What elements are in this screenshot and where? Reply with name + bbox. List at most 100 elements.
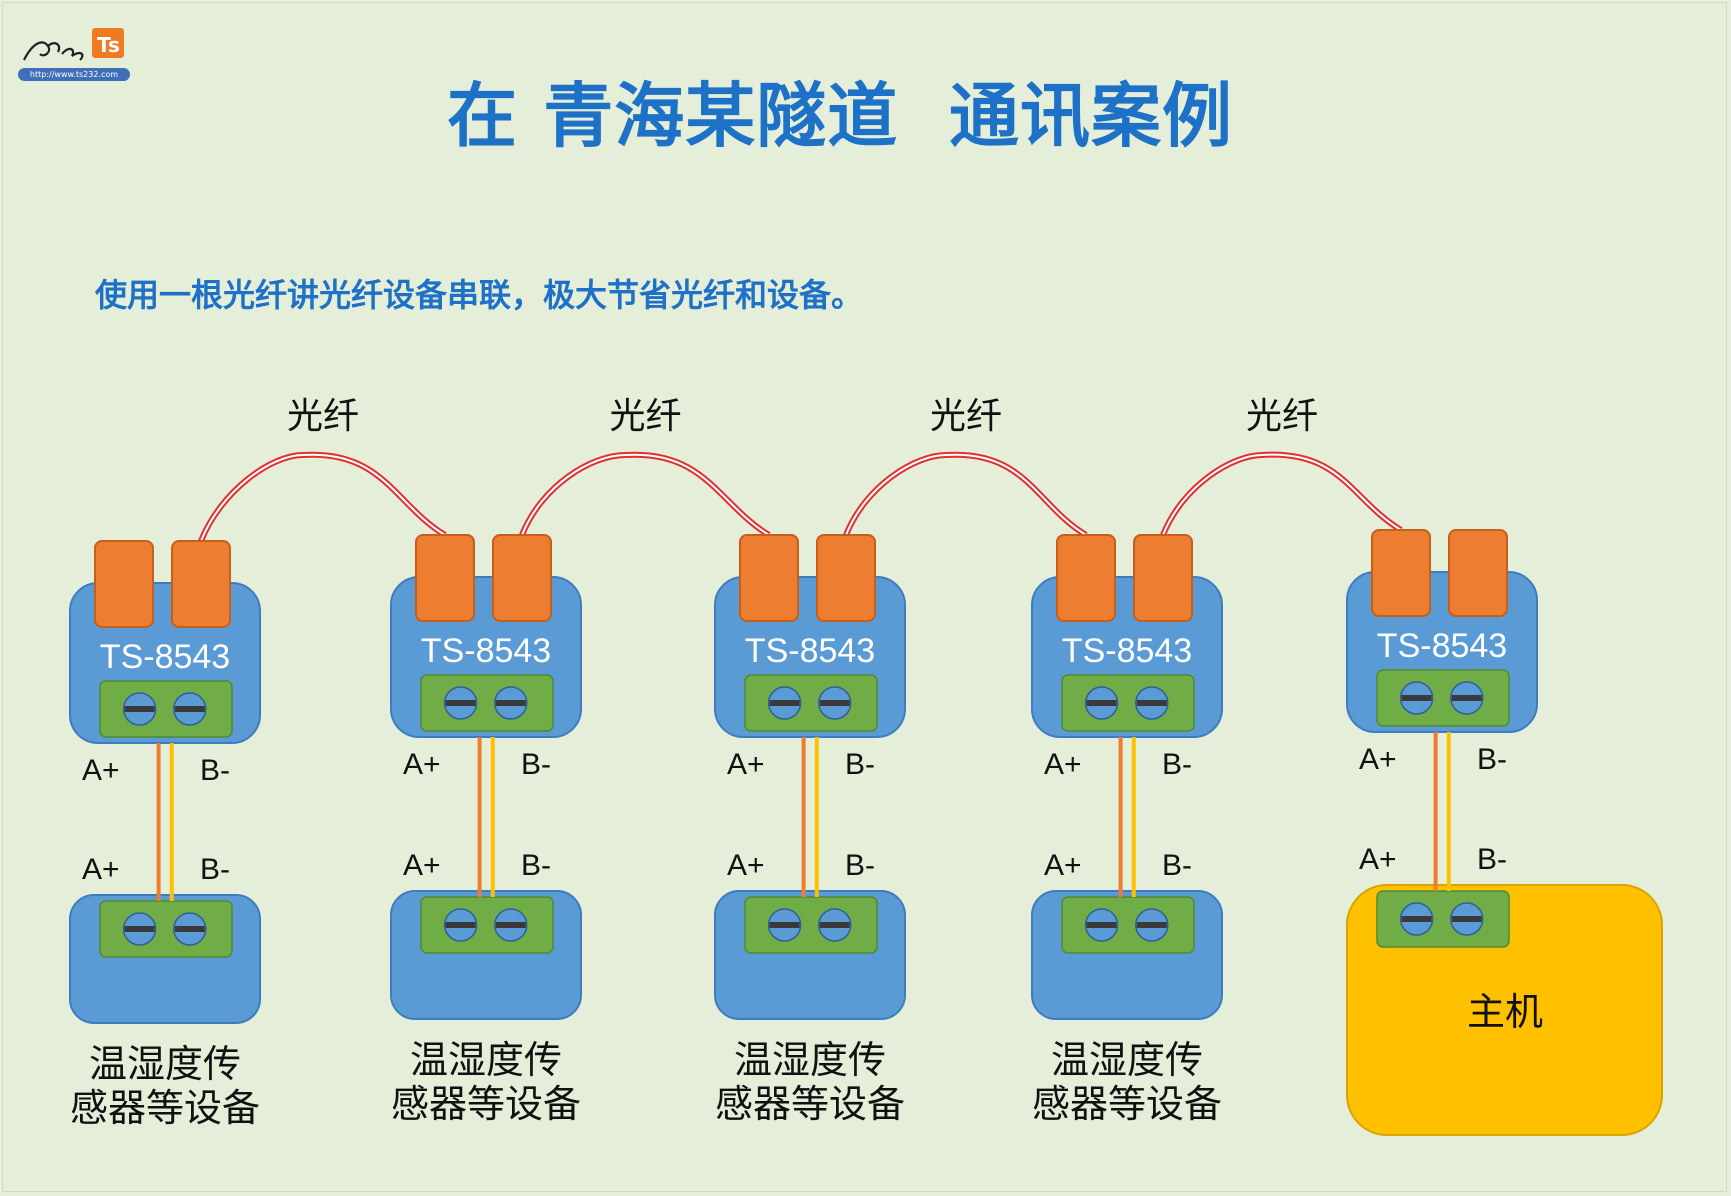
screw-slot-icon [124,706,155,712]
sensor-device-label-line2: 感器等设备 [715,1082,905,1126]
fiber-cable-3 [843,451,1088,538]
fiber-port-in [94,540,154,628]
screw-slot-icon [174,706,205,712]
pin-label-a-top: A+ [727,748,765,781]
pin-label-a-bottom: A+ [1044,849,1082,882]
pin-label-b-bottom: B- [521,849,551,882]
sensor-device-label-line1: 温湿度传 [734,1038,886,1082]
screw-slot-icon [1136,700,1167,706]
fiber-port-in [1371,529,1431,617]
fiber-label-3: 光纤 [930,396,1002,437]
screw-slot-icon [1401,916,1432,922]
pin-label-b-bottom: B- [1162,849,1192,882]
pin-label-b-top: B- [1477,743,1507,776]
pin-label-b-top: B- [521,748,551,781]
fiber-label-1: 光纤 [287,396,359,437]
page-title: 在 青海某隧道 通讯案例 [446,75,1234,157]
fiber-cable-4 [1160,451,1403,537]
converter-model-label: TS-8543 [100,638,230,676]
fiber-port-out [816,534,876,622]
fiber-cable-core-3 [845,453,1087,536]
converter-model-label: TS-8543 [745,632,875,670]
screw-slot-icon [1451,695,1482,701]
terminal-block [420,896,554,954]
screw-slot-icon [769,700,800,706]
screw-slot-icon [1401,695,1432,701]
sensor-device-label-line2: 感器等设备 [1032,1082,1222,1126]
screw-slot-icon [1451,916,1482,922]
pin-label-a-bottom: A+ [1359,843,1397,876]
host-label: 主机 [1467,990,1543,1034]
converter-unit-5: TS-8543 主机 A+ B- A+ B- [1346,529,1663,1136]
page-subtitle: 使用一根光纤讲光纤设备串联，极大节省光纤和设备。 [95,276,864,314]
terminal-block [744,674,878,732]
pin-label-a-top: A+ [403,748,441,781]
screw-slot-icon [769,922,800,928]
diagram-nodes: TS-8543温湿度传感器等设备A+B-A+B-TS-8543温湿度传感器等设备… [69,529,1663,1136]
fiber-port-out [171,540,231,628]
fiber-label-2: 光纤 [609,396,681,437]
screw-slot-icon [1086,922,1117,928]
sensor-device-label-line2: 感器等设备 [391,1082,581,1126]
screw-slot-icon [445,700,476,706]
terminal-block [1061,674,1195,732]
screw-slot-icon [174,926,205,932]
fiber-cable-2 [519,451,771,538]
fiber-port-out [1448,529,1508,617]
fiber-links: 光纤 光纤 光纤 光纤 [198,396,1403,543]
pin-label-b-top: B- [200,754,230,787]
converter-model-label: TS-8543 [1062,632,1192,670]
fiber-port-out [1133,534,1193,622]
terminal-block [1376,890,1510,948]
screw-slot-icon [819,922,850,928]
pin-label-a-bottom: A+ [82,853,120,886]
sensor-device-label-line1: 温湿度传 [89,1042,241,1086]
terminal-block [1061,896,1195,954]
terminal-block [744,896,878,954]
pin-label-b-bottom: B- [200,853,230,886]
pin-label-b-top: B- [1162,748,1192,781]
pin-label-a-top: A+ [1359,743,1397,776]
logo-url-text: http://www.ts232.com [18,68,130,81]
screw-slot-icon [1136,922,1167,928]
pin-label-a-top: A+ [1044,748,1082,781]
pin-label-b-top: B- [845,748,875,781]
fiber-port-in [1056,534,1116,622]
logo-badge-text: Ts [97,33,120,57]
screw-slot-icon [445,922,476,928]
sensor-device-label-line1: 温湿度传 [410,1038,562,1082]
pin-label-a-bottom: A+ [727,849,765,882]
logo-icon: Ts [23,28,124,61]
converter-model-label: TS-8543 [1377,627,1507,665]
fiber-port-in [739,534,799,622]
screw-slot-icon [495,700,526,706]
terminal-block [420,674,554,732]
sensor-device-label-line2: 感器等设备 [70,1086,260,1130]
fiber-port-in [415,534,475,622]
pin-label-b-bottom: B- [1477,843,1507,876]
fiber-cable-core-1 [200,453,446,542]
fiber-label-4: 光纤 [1246,396,1318,437]
pin-label-b-bottom: B- [845,849,875,882]
fiber-cable-core-4 [1162,453,1402,536]
terminal-block [99,900,233,958]
terminal-block [99,680,233,738]
pin-label-a-bottom: A+ [403,849,441,882]
screw-slot-icon [495,922,526,928]
fiber-port-out [492,534,552,622]
sensor-device-label-line1: 温湿度传 [1051,1038,1203,1082]
screw-slot-icon [1086,700,1117,706]
fiber-cable-core-2 [521,453,770,536]
fiber-cable-1 [198,451,447,543]
pin-label-a-top: A+ [82,754,120,787]
screw-slot-icon [124,926,155,932]
terminal-block [1376,669,1510,727]
converter-model-label: TS-8543 [421,632,551,670]
screw-slot-icon [819,700,850,706]
